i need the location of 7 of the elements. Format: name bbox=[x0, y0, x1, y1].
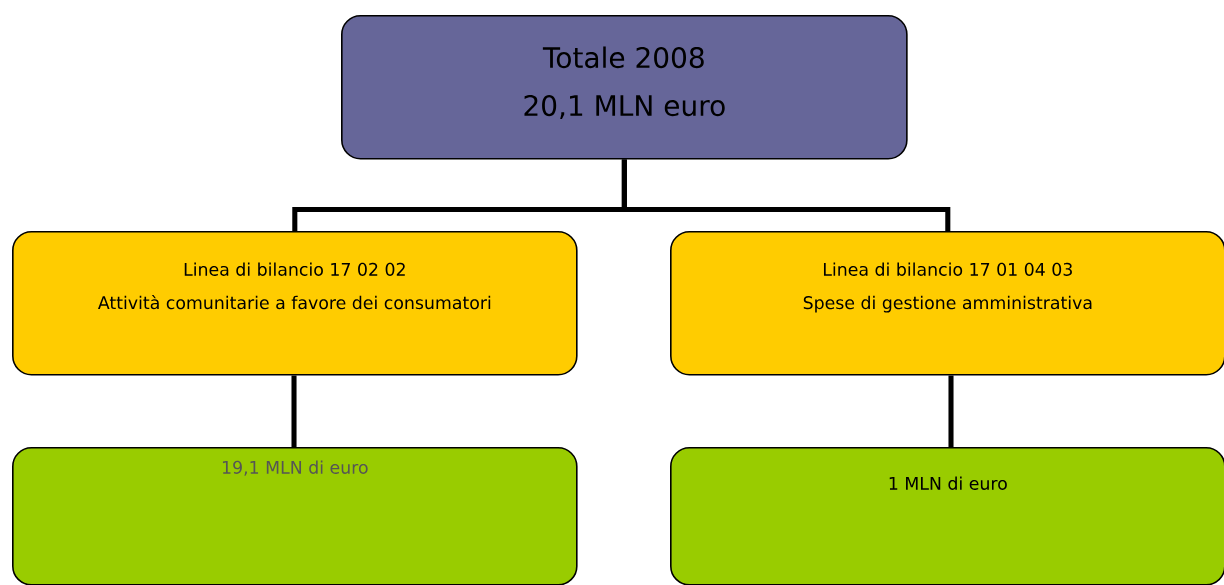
amount-box: 1 MLN di euro bbox=[670, 447, 1224, 585]
connector-line bbox=[621, 159, 951, 231]
budget-line-box: Linea di bilancio 17 01 04 03 Spese di gestione amministrativa bbox=[670, 231, 1224, 376]
total-box: Totale 2008 20,1 MLN euro bbox=[341, 15, 908, 160]
amount-box: 19,1 MLN di euro bbox=[12, 447, 578, 585]
connector-line bbox=[291, 375, 297, 447]
connector-line bbox=[948, 375, 954, 447]
